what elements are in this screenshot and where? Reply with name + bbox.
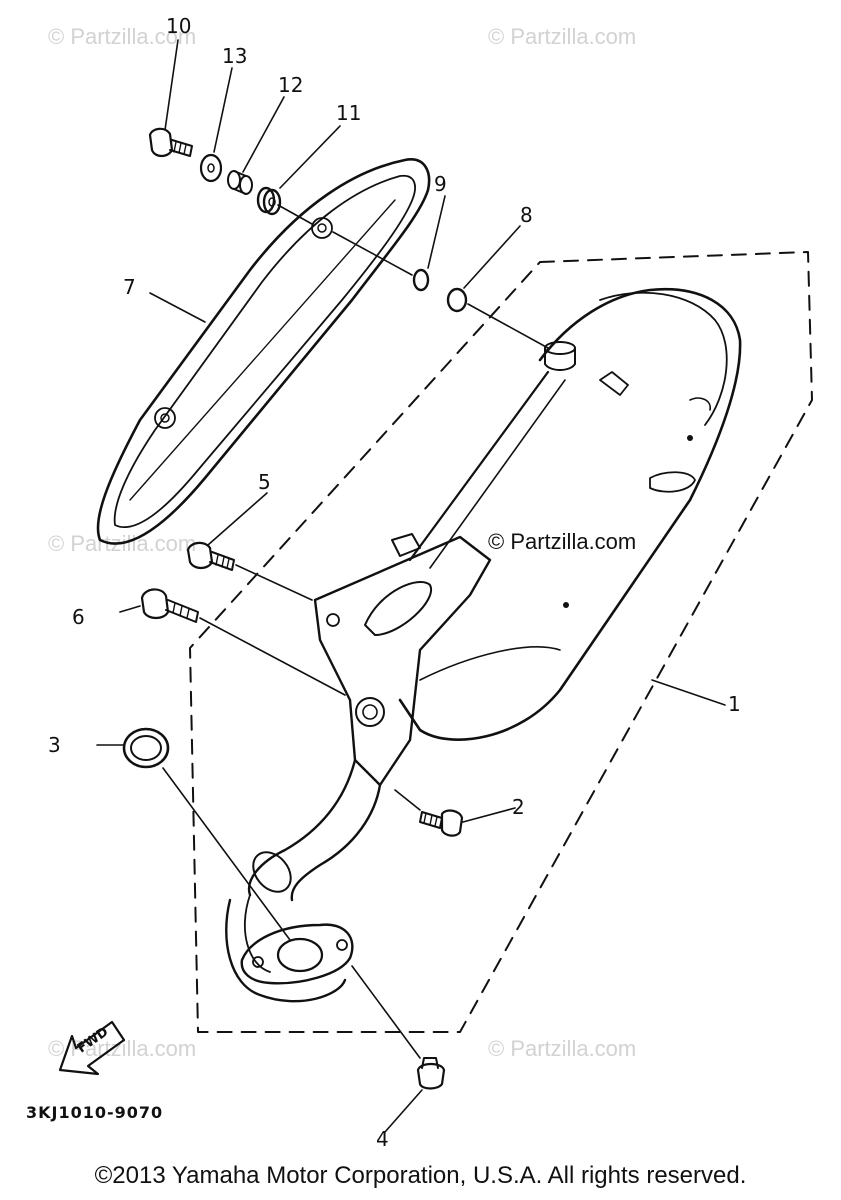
callout-3: 3 [48, 733, 61, 757]
callout-5: 5 [258, 470, 271, 494]
diagram-code: 3KJ1010-9070 [26, 1103, 164, 1122]
callout-2: 2 [512, 795, 525, 819]
fwd-arrow-icon [58, 1020, 126, 1076]
callout-10: 10 [166, 14, 192, 38]
exhaust-pipe [225, 758, 382, 1003]
watermark-top-right: © Partzilla.com [488, 24, 637, 49]
callout-1: 1 [728, 692, 741, 716]
watermark-mid-center: © Partzilla.com [488, 529, 637, 554]
watermark-bottom-right: © Partzilla.com [488, 1036, 637, 1061]
callout-9: 9 [434, 172, 447, 196]
assembly-boundary-dashed [189, 251, 813, 1033]
bolt-part-2 [419, 809, 464, 837]
callout-8: 8 [520, 203, 533, 227]
watermark-top-left: © Partzilla.com [48, 24, 197, 49]
exhaust-diagram-drawing [58, 39, 813, 1133]
callout-12: 12 [278, 73, 304, 97]
bolt-part-10 [148, 127, 193, 158]
bolt-part-6 [140, 588, 199, 623]
callout-4: 4 [376, 1127, 389, 1151]
copyright-notice: ©2013 Yamaha Motor Corporation, U.S.A. A… [94, 1162, 747, 1189]
gasket-part-3 [122, 727, 170, 769]
callout-6: 6 [72, 605, 85, 629]
collar-part-12 [227, 170, 253, 195]
leader-lines [96, 39, 726, 1133]
callout-13: 13 [222, 44, 248, 68]
bolt-part-5 [186, 541, 235, 571]
washer-part-9 [412, 268, 430, 292]
muffler-assembly [391, 287, 742, 741]
mounting-bracket [313, 535, 492, 787]
callout-11: 11 [336, 101, 362, 125]
washer-part-13 [199, 153, 223, 183]
grommet-part-11 [256, 186, 282, 216]
heat-shield [96, 158, 431, 545]
nut-part-4 [416, 1057, 446, 1090]
washer-part-8 [446, 287, 468, 313]
callout-7: 7 [123, 275, 136, 299]
